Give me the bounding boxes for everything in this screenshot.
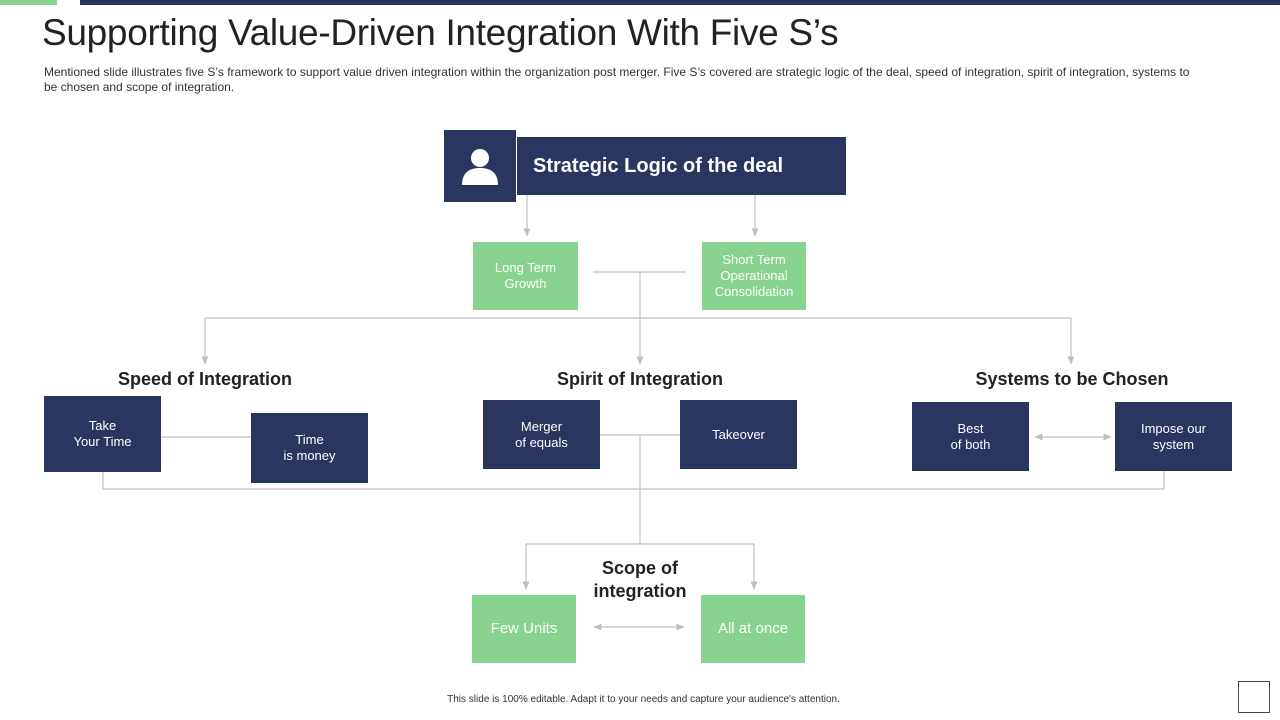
top-accent-navy [80, 0, 1280, 5]
strategic-avatar-box [444, 130, 516, 202]
few-units-box: Few Units [472, 595, 576, 663]
all-at-once-box: All at once [701, 595, 805, 663]
strategic-logic-box: Strategic Logic of the deal [517, 137, 846, 195]
footer-note: This slide is 100% editable. Adapt it to… [447, 694, 840, 705]
corner-placeholder-box [1238, 681, 1270, 713]
long-term-growth-box: Long Term Growth [473, 242, 578, 310]
takeover-box: Takeover [680, 400, 797, 469]
take-your-time-box: Take Your Time [44, 396, 161, 472]
top-accent-green [0, 0, 57, 5]
systems-heading: Systems to be Chosen [975, 369, 1169, 389]
best-of-both-box: Best of both [912, 402, 1029, 471]
impose-our-system-box: Impose our system [1115, 402, 1232, 471]
merger-of-equals-box: Merger of equals [483, 400, 600, 469]
spirit-heading: Spirit of Integration [557, 369, 723, 389]
page-description: Mentioned slide illustrates five S’s fra… [44, 65, 1190, 94]
user-icon [462, 149, 498, 185]
scope-heading: Scope of integration [593, 558, 687, 601]
page-title: Supporting Value-Driven Integration With… [42, 12, 839, 53]
speed-heading: Speed of Integration [117, 369, 292, 389]
time-is-money-box: Time is money [251, 413, 368, 483]
short-term-consolidation-box: Short Term Operational Consolidation [702, 242, 806, 310]
